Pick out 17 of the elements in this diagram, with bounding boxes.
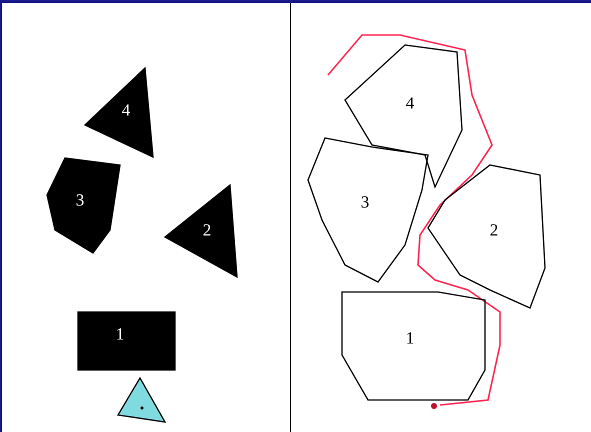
obstacle-polygon [47, 158, 120, 253]
region-number: 1 [406, 330, 414, 346]
obstacle-polygon [78, 312, 175, 370]
obstacle-polygon [85, 68, 153, 157]
configuration-obstacle [428, 165, 545, 308]
configuration-obstacle [345, 45, 462, 187]
region-number: 1 [116, 326, 124, 342]
region-number: 4 [406, 94, 414, 112]
configuration-obstacle [342, 292, 485, 400]
region-number: 3 [360, 194, 370, 210]
obstacle-polygon [165, 185, 237, 277]
configuration-obstacle [308, 138, 428, 282]
region-number: 2 [202, 222, 212, 238]
region-number: 2 [490, 222, 498, 238]
region-number: 3 [76, 192, 84, 208]
region-number: 4 [122, 102, 130, 118]
robot-triangle [118, 378, 165, 422]
